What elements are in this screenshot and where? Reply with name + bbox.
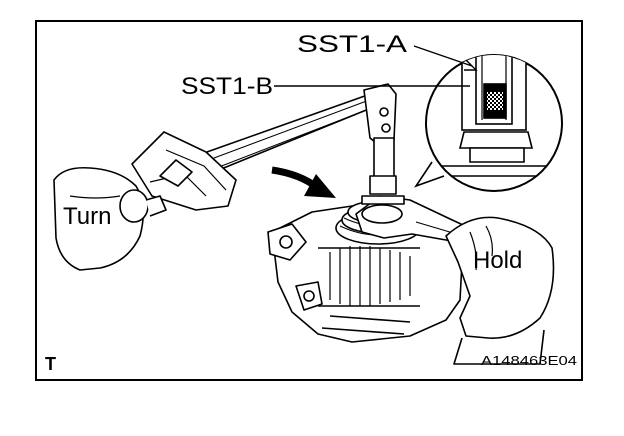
- figure-frame: [35, 20, 583, 381]
- label-turn: Turn: [63, 203, 111, 230]
- figure-code: A148463E04: [481, 353, 577, 368]
- detail-callout: [413, 54, 563, 192]
- label-sst1-b: SST1-B: [181, 73, 273, 100]
- corner-mark: T: [45, 354, 56, 374]
- label-hold: Hold: [473, 247, 522, 274]
- right-hand: [445, 216, 555, 365]
- label-sst1-a: SST1-A: [297, 31, 407, 58]
- turn-direction-arrow: [271, 166, 336, 198]
- turning-wrench: [131, 83, 405, 211]
- leader-lines: [274, 45, 478, 87]
- alternator: [267, 200, 463, 343]
- left-hand: [53, 166, 167, 271]
